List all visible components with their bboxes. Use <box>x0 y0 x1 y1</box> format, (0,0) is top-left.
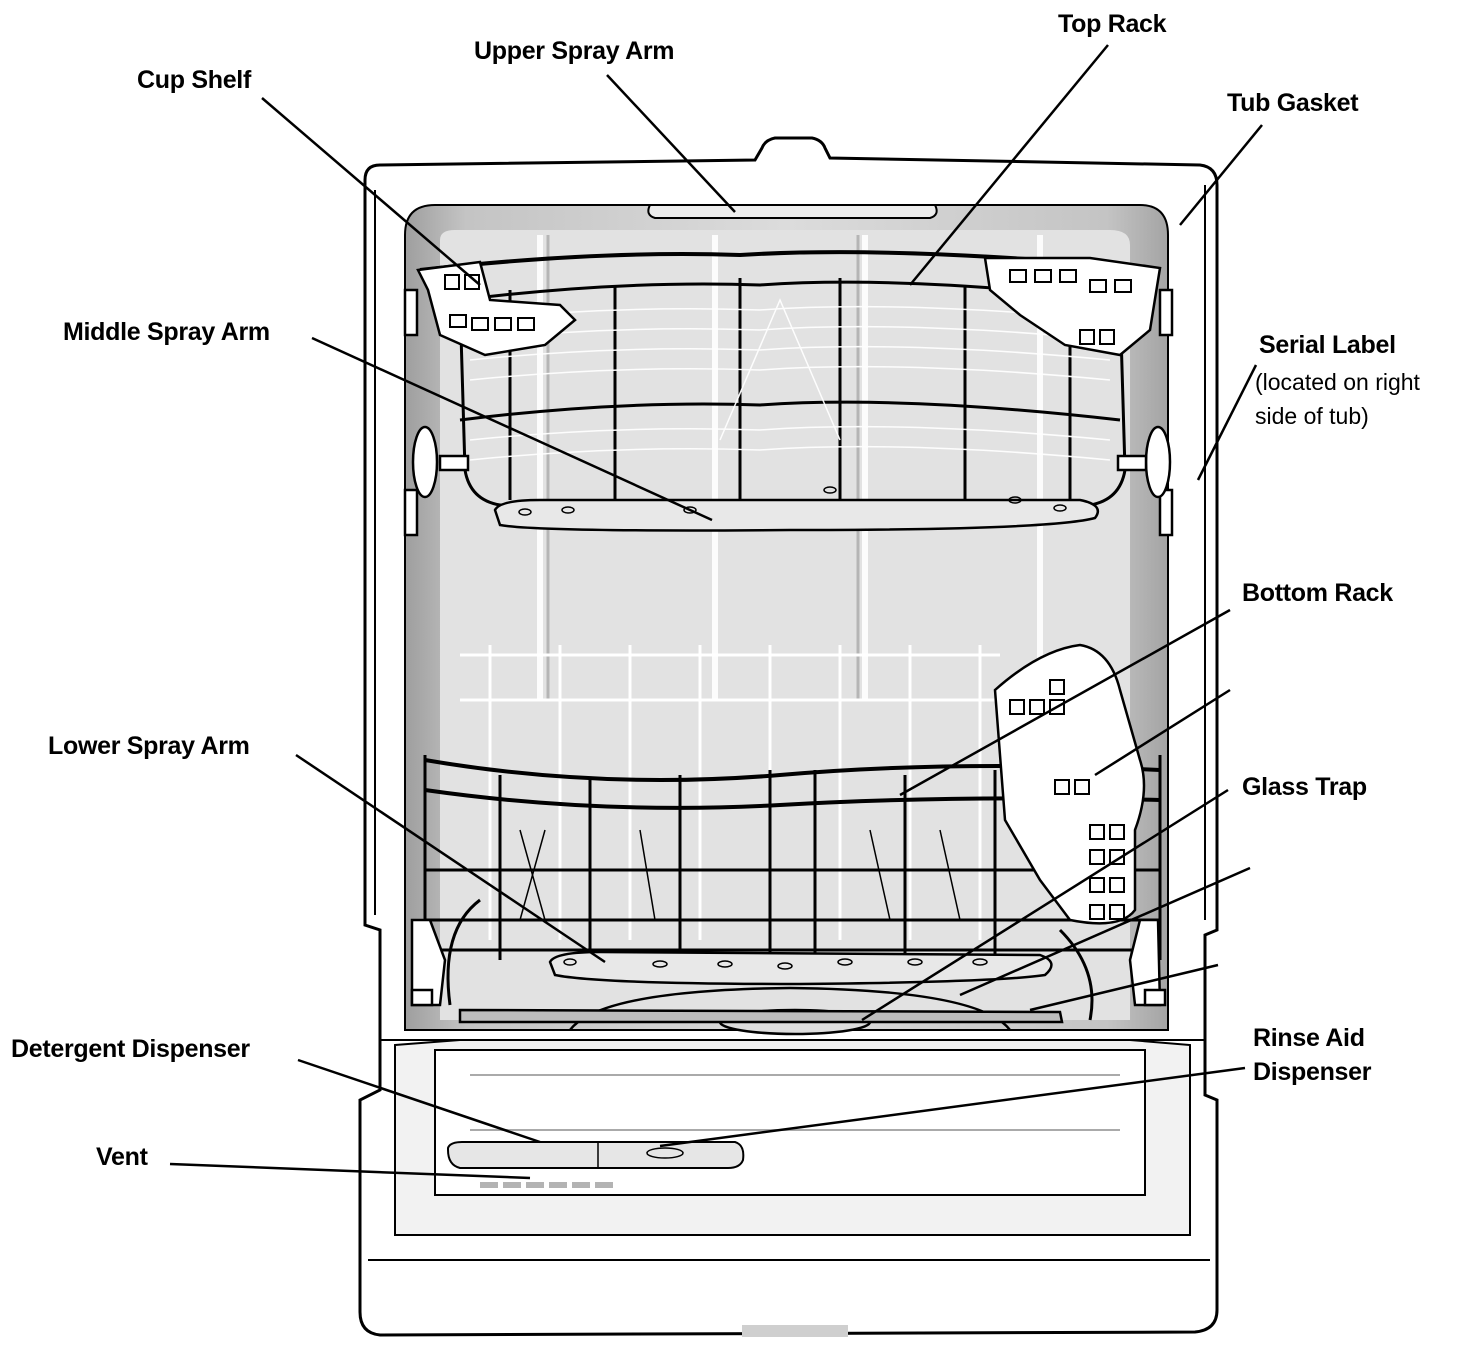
lower-spray-arm-part <box>548 950 1053 986</box>
label-serial-label: Serial Label <box>1259 331 1396 359</box>
silverware-basket <box>993 643 1146 925</box>
label-rinse-aid-line2: Dispenser <box>1253 1058 1372 1086</box>
leader-detergent-dispenser <box>297 1058 541 1144</box>
label-glass-trap: Glass Trap <box>1242 773 1367 801</box>
label-lower-spray-arm: Lower Spray Arm <box>48 732 250 760</box>
serial-label-note-line1: (located on right <box>1255 369 1420 395</box>
leader-serial-label <box>1196 364 1258 481</box>
leader-lower-spray-arm <box>295 753 606 964</box>
label-bottom-rack: Bottom Rack <box>1242 579 1393 607</box>
leader-glass-trap <box>861 788 1229 1022</box>
vent-part <box>480 1182 613 1188</box>
door-inner-panel <box>394 1039 1191 1236</box>
label-tub-gasket: Tub Gasket <box>1227 89 1359 117</box>
leader-rinse-aid-dispenser <box>659 1066 1246 1148</box>
leader-cup-shelf <box>261 97 481 286</box>
cup-shelf-right <box>983 256 1162 357</box>
label-vent: Vent <box>96 1143 148 1171</box>
leader-vent <box>169 1162 531 1180</box>
leader-middle-spray-arm <box>311 336 713 522</box>
cup-shelf-left <box>416 260 577 357</box>
leader-top-rack <box>909 44 1109 286</box>
dispenser-part <box>447 1141 745 1169</box>
top-rack-part <box>419 250 1161 507</box>
label-top-rack: Top Rack <box>1058 10 1167 38</box>
leader-upper-spray-arm <box>606 74 736 213</box>
serial-label-note-line2: side of tub) <box>1255 403 1369 429</box>
rack-rollers <box>403 288 1174 537</box>
leader-tub-gasket <box>1179 124 1263 226</box>
leader-glass-trap-3 <box>1029 963 1219 1012</box>
leader-bottom-rack-2 <box>1094 688 1231 777</box>
tub-interior <box>404 204 1169 1031</box>
leader-lines <box>169 44 1263 1180</box>
leader-glass-trap-2 <box>959 866 1251 997</box>
leader-bottom-rack <box>899 608 1231 797</box>
bottom-rack-part <box>423 645 1162 960</box>
label-cup-shelf: Cup Shelf <box>137 66 251 94</box>
label-rinse-aid-line1: Rinse Aid <box>1253 1024 1365 1052</box>
label-upper-spray-arm: Upper Spray Arm <box>474 37 675 65</box>
glass-trap-part <box>446 898 1094 1036</box>
label-middle-spray-arm: Middle Spray Arm <box>63 318 270 346</box>
middle-spray-arm-part <box>493 486 1100 532</box>
label-detergent-dispenser: Detergent Dispenser <box>11 1035 250 1063</box>
upper-spray-arm-part <box>647 204 938 219</box>
